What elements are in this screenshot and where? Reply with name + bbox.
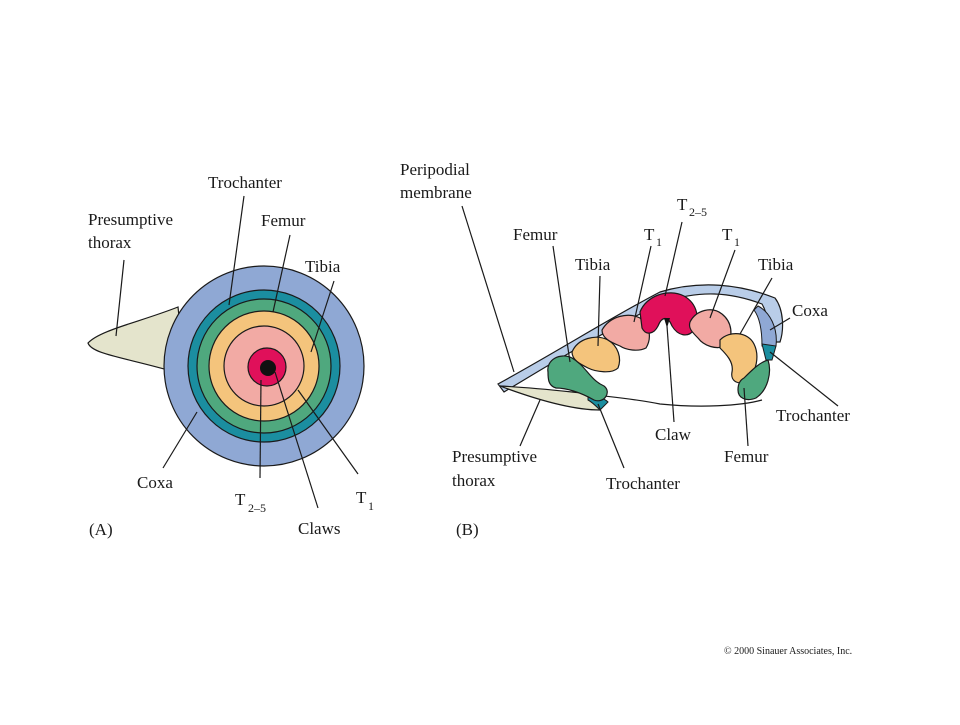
label-tibia-b-left: Tibia bbox=[575, 255, 611, 274]
label-claws-a: Claws bbox=[298, 519, 341, 538]
label-t25-b-sub: 2–5 bbox=[689, 205, 707, 219]
label-coxa-a: Coxa bbox=[137, 473, 173, 492]
label-t25-a-sub: 2–5 bbox=[248, 501, 266, 515]
panel-b: Peripodial membrane Femur Tibia T 1 T 2–… bbox=[400, 160, 850, 539]
label-t1-b-left-sub: 1 bbox=[656, 235, 662, 249]
panel-a-tag: (A) bbox=[89, 520, 113, 539]
leader-lines-b bbox=[461, 205, 839, 469]
label-claw-b: Claw bbox=[655, 425, 692, 444]
label-presumptive-thorax-b-1: Presumptive bbox=[452, 447, 537, 466]
label-femur-b-bottom: Femur bbox=[724, 447, 769, 466]
label-t1-b-right-sub: 1 bbox=[734, 235, 740, 249]
label-peripodial-1: Peripodial bbox=[400, 160, 470, 179]
leader-lines-a bbox=[115, 195, 359, 509]
trochanter-region-b-right bbox=[761, 343, 777, 361]
label-presumptive-thorax-a-1: Presumptive bbox=[88, 210, 173, 229]
t1-fold-left bbox=[601, 314, 650, 351]
femur-fold-right bbox=[737, 359, 771, 401]
label-femur-a: Femur bbox=[261, 211, 306, 230]
label-t1-a: T bbox=[356, 488, 367, 507]
label-trochanter-b-right: Trochanter bbox=[776, 406, 850, 425]
copyright-notice: © 2000 Sinauer Associates, Inc. bbox=[724, 646, 852, 657]
label-t25-b: T bbox=[677, 195, 688, 214]
tibia-fold-left bbox=[571, 336, 621, 373]
claw-center bbox=[260, 360, 276, 376]
label-peripodial-2: membrane bbox=[400, 183, 472, 202]
label-tibia-a: Tibia bbox=[305, 257, 341, 276]
label-trochanter-b-bottom: Trochanter bbox=[606, 474, 680, 493]
panel-b-tag: (B) bbox=[456, 520, 479, 539]
label-trochanter-a: Trochanter bbox=[208, 173, 282, 192]
presumptive-thorax-region-a bbox=[87, 306, 186, 376]
claw-b bbox=[664, 318, 670, 328]
panel-a: Presumptive thorax Trochanter Femur Tibi… bbox=[87, 173, 374, 539]
t25-fold bbox=[639, 292, 698, 336]
label-t1-a-sub: 1 bbox=[368, 499, 374, 513]
label-t1-b-right: T bbox=[722, 225, 733, 244]
label-presumptive-thorax-a-2: thorax bbox=[88, 233, 132, 252]
label-t25-a: T bbox=[235, 490, 246, 509]
label-t1-b-left: T bbox=[644, 225, 655, 244]
label-coxa-b: Coxa bbox=[792, 301, 828, 320]
label-femur-b-top: Femur bbox=[513, 225, 558, 244]
label-tibia-b-right: Tibia bbox=[758, 255, 794, 274]
label-presumptive-thorax-b-2: thorax bbox=[452, 471, 496, 490]
